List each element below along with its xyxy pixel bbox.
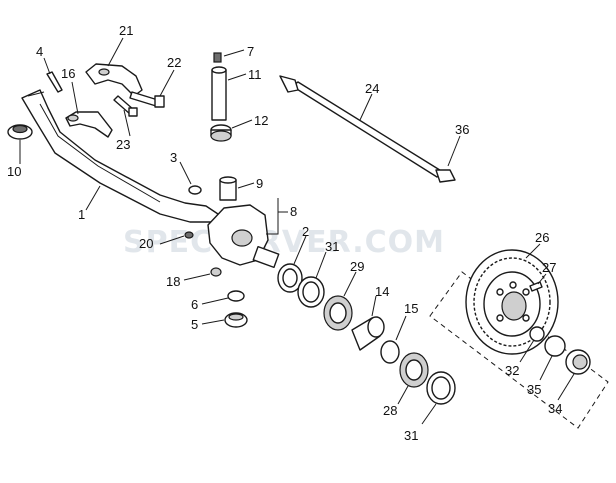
watermark: SPECSERVER.COM (123, 225, 445, 260)
hub-assembly-bracket (429, 271, 609, 429)
axle-beam (21, 89, 219, 223)
callout-18: 18 (166, 274, 180, 289)
thrust-bearing (210, 124, 232, 142)
bolt (129, 91, 165, 108)
inner-bearing (323, 295, 353, 331)
flat-washer (227, 290, 245, 302)
hub-nut (529, 326, 545, 342)
hub-cap (565, 349, 591, 375)
callout-31-lower: 31 (404, 428, 418, 443)
steering-knuckle (207, 204, 280, 269)
callout-6: 6 (191, 297, 198, 312)
king-pin (211, 66, 227, 121)
oil-seal-inner (297, 276, 325, 308)
callout-11: 11 (248, 67, 262, 82)
callout-26: 26 (535, 230, 549, 245)
callout-24: 24 (365, 81, 379, 96)
callout-35: 35 (527, 382, 541, 397)
callout-10: 10 (7, 164, 21, 179)
callout-8: 8 (290, 204, 297, 219)
steering-arm (65, 111, 113, 138)
callout-27: 27 (542, 260, 556, 275)
tie-rod-arm (85, 63, 143, 97)
callout-1: 1 (78, 207, 85, 222)
leader-lines (19, 37, 575, 425)
outer-bearing (399, 352, 429, 388)
callout-9: 9 (256, 176, 263, 191)
cotter-pin (46, 71, 63, 93)
callout-15: 15 (404, 301, 418, 316)
callout-16: 16 (61, 66, 75, 81)
callout-5: 5 (191, 317, 198, 332)
callout-14: 14 (375, 284, 389, 299)
callout-12: 12 (254, 113, 268, 128)
callout-4: 4 (36, 44, 43, 59)
outer-seal (426, 371, 456, 405)
callout-20: 20 (139, 236, 153, 251)
callout-7: 7 (247, 44, 254, 59)
callout-34: 34 (548, 401, 562, 416)
callout-31-upper: 31 (325, 239, 339, 254)
callout-28: 28 (383, 403, 397, 418)
callout-21: 21 (119, 23, 133, 38)
callout-32: 32 (505, 363, 519, 378)
tie-rod (279, 75, 456, 183)
washer (188, 185, 202, 195)
callout-23: 23 (116, 137, 130, 152)
axle-end-cap (7, 124, 33, 140)
wheel-stud (529, 281, 543, 292)
grease-fitting (184, 231, 194, 239)
callout-36: 36 (455, 122, 469, 137)
oil-seal (277, 263, 303, 293)
bolt-short (113, 95, 138, 117)
callout-3: 3 (170, 150, 177, 165)
callout-labels: 1 2 3 4 5 6 7 8 9 10 11 12 14 15 16 18 2… (7, 23, 562, 443)
callout-2: 2 (302, 224, 309, 239)
spacer-sleeve (351, 316, 385, 351)
callout-29: 29 (350, 259, 364, 274)
grease-nipple (213, 52, 222, 63)
lock-washer (544, 335, 566, 357)
nut (210, 267, 222, 277)
brake-drum-hub (465, 249, 559, 355)
kingpin-bushing (219, 176, 237, 201)
callout-22: 22 (167, 55, 181, 70)
bearing-washer (380, 340, 400, 364)
knuckle-cap (224, 312, 248, 328)
